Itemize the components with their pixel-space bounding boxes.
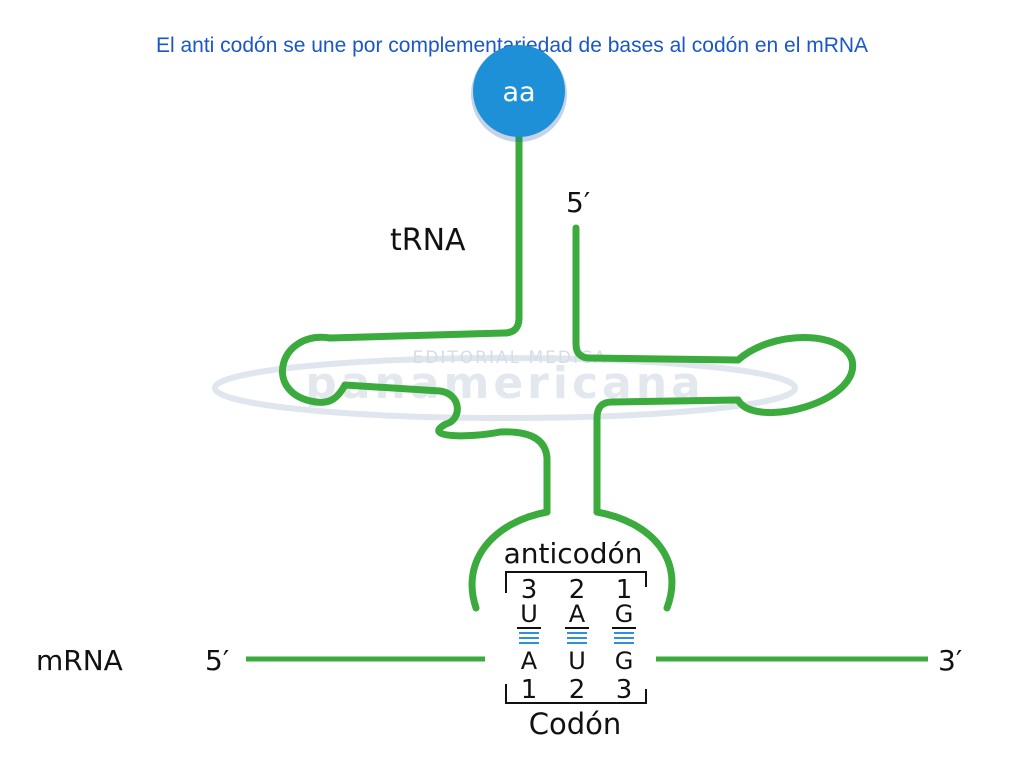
codon-bracket xyxy=(505,684,647,704)
anticodon-base-2: A xyxy=(569,600,586,628)
amino-acid: aa xyxy=(471,45,567,142)
trna-left-lower-arm xyxy=(341,381,551,516)
amino-acid-circle xyxy=(473,45,565,137)
base-pair-3-lines xyxy=(614,632,634,644)
codon: A U G 1 2 3 Codón xyxy=(505,647,647,741)
watermark-line1: EDITORIAL MEDICA xyxy=(413,348,608,368)
trna-strands xyxy=(278,126,856,612)
base-pair-1-lines xyxy=(519,632,539,644)
codon-position-3: 3 xyxy=(616,675,633,705)
mrna: mRNA 5′ 3′ xyxy=(36,644,962,677)
anticodon-bracket xyxy=(505,571,647,593)
anticodon-base-1: U xyxy=(520,600,538,628)
anticodon: anticodón 3 2 1 U A G xyxy=(504,537,647,629)
slide-title: El anti codón se une por complementaried… xyxy=(155,34,869,57)
codon-base-1: A xyxy=(521,647,538,675)
watermark-ellipse xyxy=(212,355,798,421)
mrna-label: mRNA xyxy=(36,644,123,677)
codon-label: Codón xyxy=(529,707,622,741)
codon-base-2: U xyxy=(568,647,586,675)
trna-right-lower-arm xyxy=(593,396,742,516)
codon-position-1: 1 xyxy=(521,675,538,705)
trna-acceptor-arm-right xyxy=(572,224,742,364)
anticodon-label: anticodón xyxy=(504,537,643,570)
trna-t-loop xyxy=(734,334,856,417)
trna-five-prime-label: 5′ xyxy=(566,186,590,219)
anticodon-position-3: 1 xyxy=(616,575,633,605)
trna-d-loop xyxy=(278,333,349,406)
trna-acceptor-arm-left xyxy=(326,126,523,342)
mrna-five-prime-label: 5′ xyxy=(205,644,229,677)
trna-anticodon-loop-right xyxy=(593,508,676,612)
base-pair-2-lines xyxy=(567,632,587,644)
trna-label: tRNA xyxy=(390,223,466,258)
anticodon-position-2: 2 xyxy=(569,575,586,605)
codon-base-3: G xyxy=(615,647,634,675)
amino-acid-label: aa xyxy=(502,77,535,108)
base-pairing-lines xyxy=(519,632,634,644)
anticodon-position-1: 3 xyxy=(521,575,538,605)
codon-position-2: 2 xyxy=(569,675,586,705)
anticodon-base-3: G xyxy=(615,600,634,628)
mrna-three-prime-label: 3′ xyxy=(938,644,962,677)
trna-anticodon-loop-left xyxy=(468,508,551,612)
